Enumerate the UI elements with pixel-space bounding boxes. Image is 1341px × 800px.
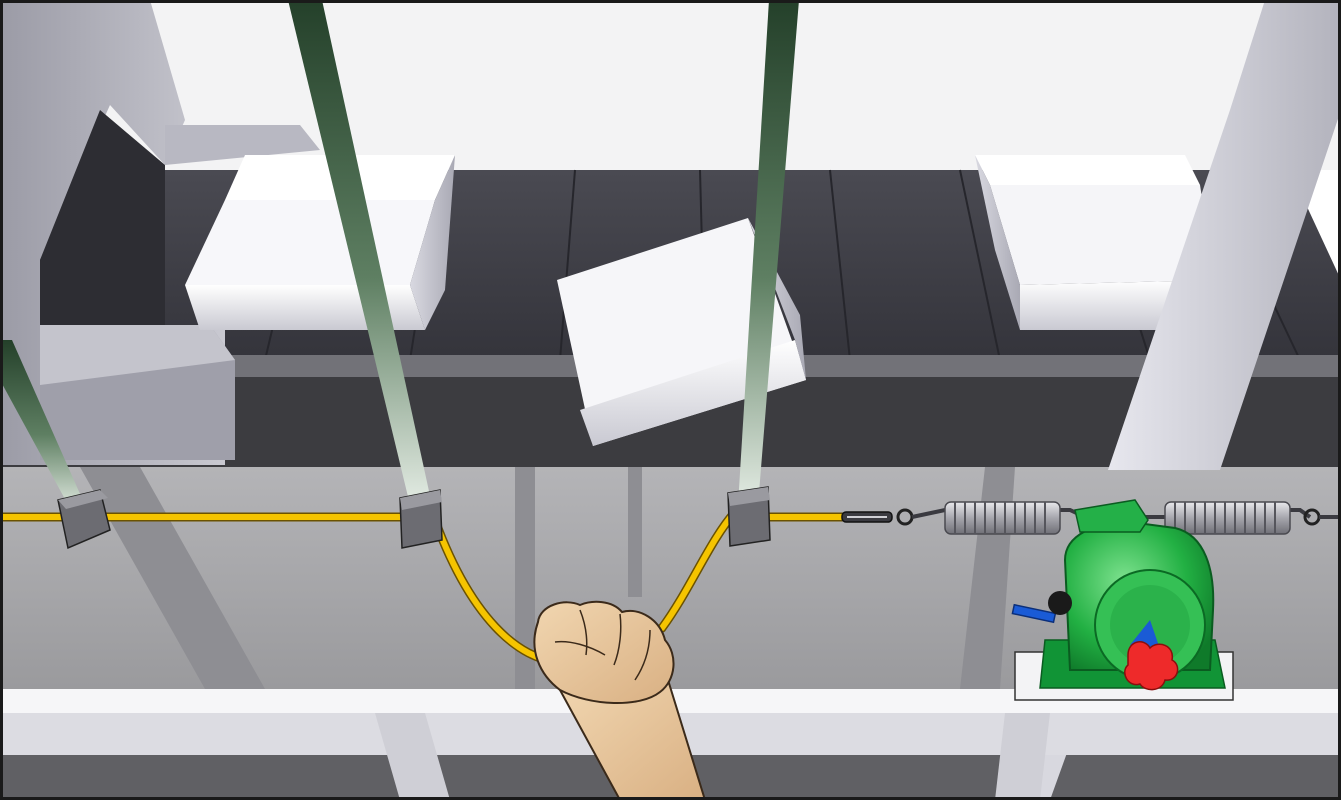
pull-cord-switch <box>1011 499 1234 701</box>
hand-pulling-cord <box>533 600 707 800</box>
front-rail-post <box>375 713 450 800</box>
cord-bracket-1 <box>57 489 111 550</box>
support-post-right <box>1108 0 1341 470</box>
support-center <box>515 467 535 689</box>
tension-spring-left <box>944 501 1061 535</box>
tension-spring-right <box>1164 501 1291 535</box>
guide-rod-center <box>738 0 799 505</box>
machine-lower-block-top <box>40 325 235 385</box>
machine-top-ledge <box>165 125 320 165</box>
switch-black-knob <box>1048 591 1072 615</box>
support-left <box>80 467 265 689</box>
support-center-b <box>628 467 642 597</box>
switch-red-reset-knob <box>1124 641 1179 691</box>
switch-cord-lever <box>1074 499 1149 533</box>
fist <box>533 600 675 705</box>
switch-blue-lever <box>1011 603 1057 624</box>
cord-bracket-2 <box>399 489 443 549</box>
machine-opening <box>40 110 165 330</box>
box-right <box>975 155 1215 330</box>
front-rail-post-b <box>995 713 1050 800</box>
guide-rod-far-left <box>0 340 88 512</box>
cord-bracket-3 <box>727 486 771 547</box>
guide-rod-left <box>288 0 432 505</box>
